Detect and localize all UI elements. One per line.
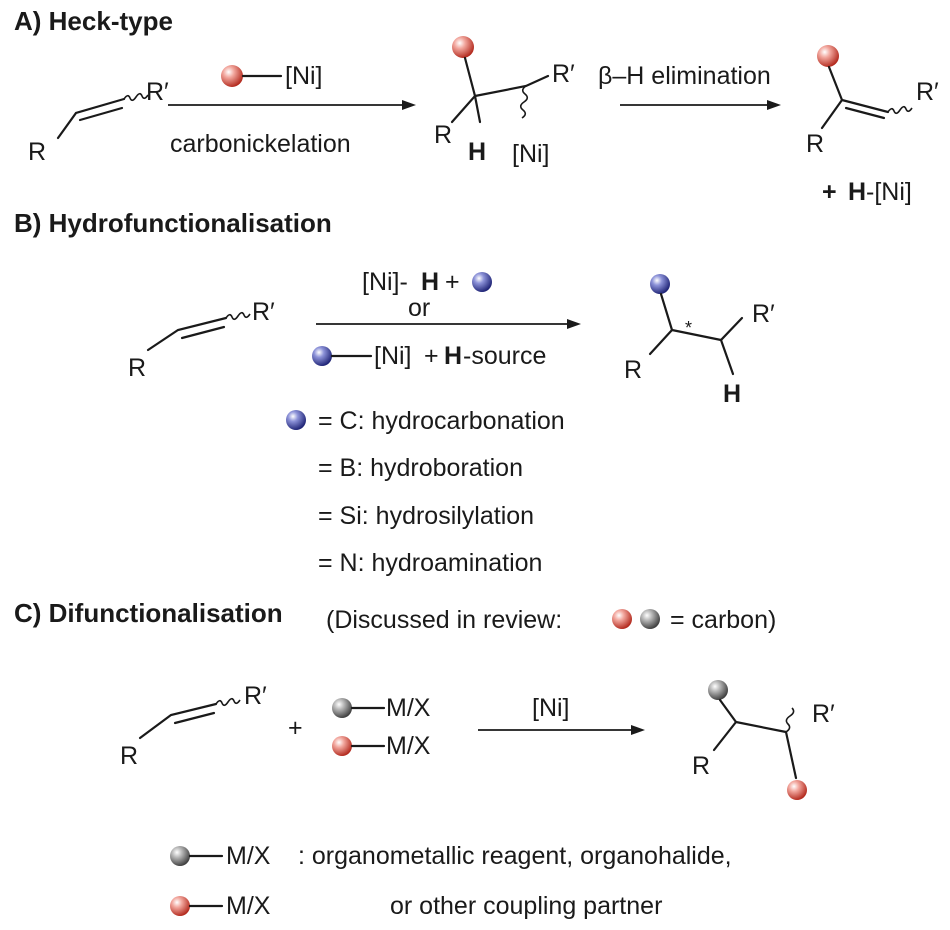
alkene-a: R R′ bbox=[28, 78, 169, 166]
r-label: R bbox=[128, 354, 146, 382]
stereocenter-mark: * bbox=[685, 318, 692, 338]
plus-label: + bbox=[288, 714, 303, 742]
red-ball-icon bbox=[787, 780, 807, 800]
product-a: R R′ + H -[Ni] bbox=[806, 45, 939, 206]
section-c-header: C) Difunctionalisation bbox=[14, 598, 283, 628]
r-label: R bbox=[692, 752, 710, 780]
red-ball-icon bbox=[221, 65, 243, 87]
nickel-label: [Ni] bbox=[374, 342, 412, 370]
r-label: R bbox=[434, 121, 452, 149]
hydrogen-label: H bbox=[723, 380, 741, 408]
note-suffix: = carbon) bbox=[670, 606, 776, 634]
hydrogen-label: H bbox=[468, 138, 486, 166]
grey-ball-icon bbox=[170, 846, 190, 866]
grey-ball-icon bbox=[332, 698, 352, 718]
legend-mx-label: M/X bbox=[226, 892, 271, 920]
legend-description-line1: : organometallic reagent, organohalide, bbox=[298, 842, 732, 870]
r-label: R bbox=[624, 356, 642, 384]
r-prime-label: R′ bbox=[552, 60, 575, 88]
legend-description-line2: or other coupling partner bbox=[390, 892, 662, 920]
legend-hydroamination: = N: hydroamination bbox=[318, 549, 542, 577]
grey-ball-icon bbox=[640, 609, 660, 629]
plus-label: + bbox=[424, 342, 439, 370]
section-b-header: B) Hydrofunctionalisation bbox=[14, 208, 332, 238]
or-label: or bbox=[408, 294, 430, 322]
arrow-difunctionalisation: [Ni] bbox=[478, 694, 645, 735]
arrow-hydrofunctionalisation: [Ni]- H + or [Ni] + H -source bbox=[312, 268, 581, 370]
red-ball-icon bbox=[332, 736, 352, 756]
r-label: R bbox=[806, 130, 824, 158]
alkene-b: R R′ bbox=[128, 298, 275, 382]
nickel-label: [Ni] bbox=[512, 140, 550, 168]
nickel-hydride-label: [Ni]- bbox=[362, 268, 408, 296]
catalyst-label: [Ni] bbox=[532, 694, 570, 722]
product-c: R R′ bbox=[692, 680, 835, 800]
plus-label: + bbox=[445, 268, 460, 296]
reagent-mx-label: M/X bbox=[386, 732, 431, 760]
r-label: R bbox=[28, 138, 46, 166]
r-prime-label: R′ bbox=[244, 682, 267, 710]
blue-ball-icon bbox=[312, 346, 332, 366]
r-label: R bbox=[120, 742, 138, 770]
blue-ball-icon bbox=[286, 410, 306, 430]
arrow-beta-h-elimination: β–H elimination bbox=[598, 62, 781, 110]
r-prime-label: R′ bbox=[812, 700, 835, 728]
hydrogen-source-h: H bbox=[444, 342, 462, 370]
section-a-header: A) Heck-type bbox=[14, 6, 173, 36]
hydride-label: H bbox=[421, 268, 439, 296]
r-prime-label: R′ bbox=[252, 298, 275, 326]
legend-hydroboration: = B: hydroboration bbox=[318, 454, 523, 482]
arrow-carbonickelation: [Ni] carbonickelation bbox=[168, 62, 416, 158]
reagent-mx-label: M/X bbox=[386, 694, 431, 722]
red-ball-icon bbox=[612, 609, 632, 629]
coupling-reagents: M/X M/X bbox=[332, 694, 431, 760]
red-ball-icon bbox=[817, 45, 839, 67]
blue-ball-icon bbox=[650, 274, 670, 294]
intermediate-a: R H R′ [Ni] bbox=[434, 36, 575, 168]
blue-ball-icon bbox=[472, 272, 492, 292]
section-c-note: (Discussed in review: = carbon) bbox=[326, 606, 776, 634]
legend-hydrocarbonation: = C: hydrocarbonation bbox=[318, 407, 565, 435]
r-prime-label: R′ bbox=[752, 300, 775, 328]
coproduct-nickel: -[Ni] bbox=[866, 178, 912, 206]
alkene-c: R R′ bbox=[120, 682, 267, 770]
reagent-label: [Ni] bbox=[285, 62, 323, 90]
red-ball-icon bbox=[170, 896, 190, 916]
r-prime-label: R′ bbox=[916, 78, 939, 106]
r-prime-label: R′ bbox=[146, 78, 169, 106]
legend-mx-label: M/X bbox=[226, 842, 271, 870]
carbonickelation-label: carbonickelation bbox=[170, 130, 351, 158]
red-ball-icon bbox=[452, 36, 474, 58]
legend-b: = C: hydrocarbonation = B: hydroboration… bbox=[286, 407, 565, 577]
coproduct-plus: + bbox=[822, 178, 837, 206]
note-prefix: (Discussed in review: bbox=[326, 606, 562, 634]
grey-ball-icon bbox=[708, 680, 728, 700]
legend-hydrosilylation: = Si: hydrosilylation bbox=[318, 502, 534, 530]
product-b: R * R′ H bbox=[624, 274, 775, 408]
legend-c: M/X M/X : organometallic reagent, organo… bbox=[170, 842, 732, 920]
hydrogen-source-label: -source bbox=[463, 342, 546, 370]
coproduct-hydrogen: H bbox=[848, 178, 866, 206]
beta-h-elimination-label: β–H elimination bbox=[598, 62, 771, 90]
